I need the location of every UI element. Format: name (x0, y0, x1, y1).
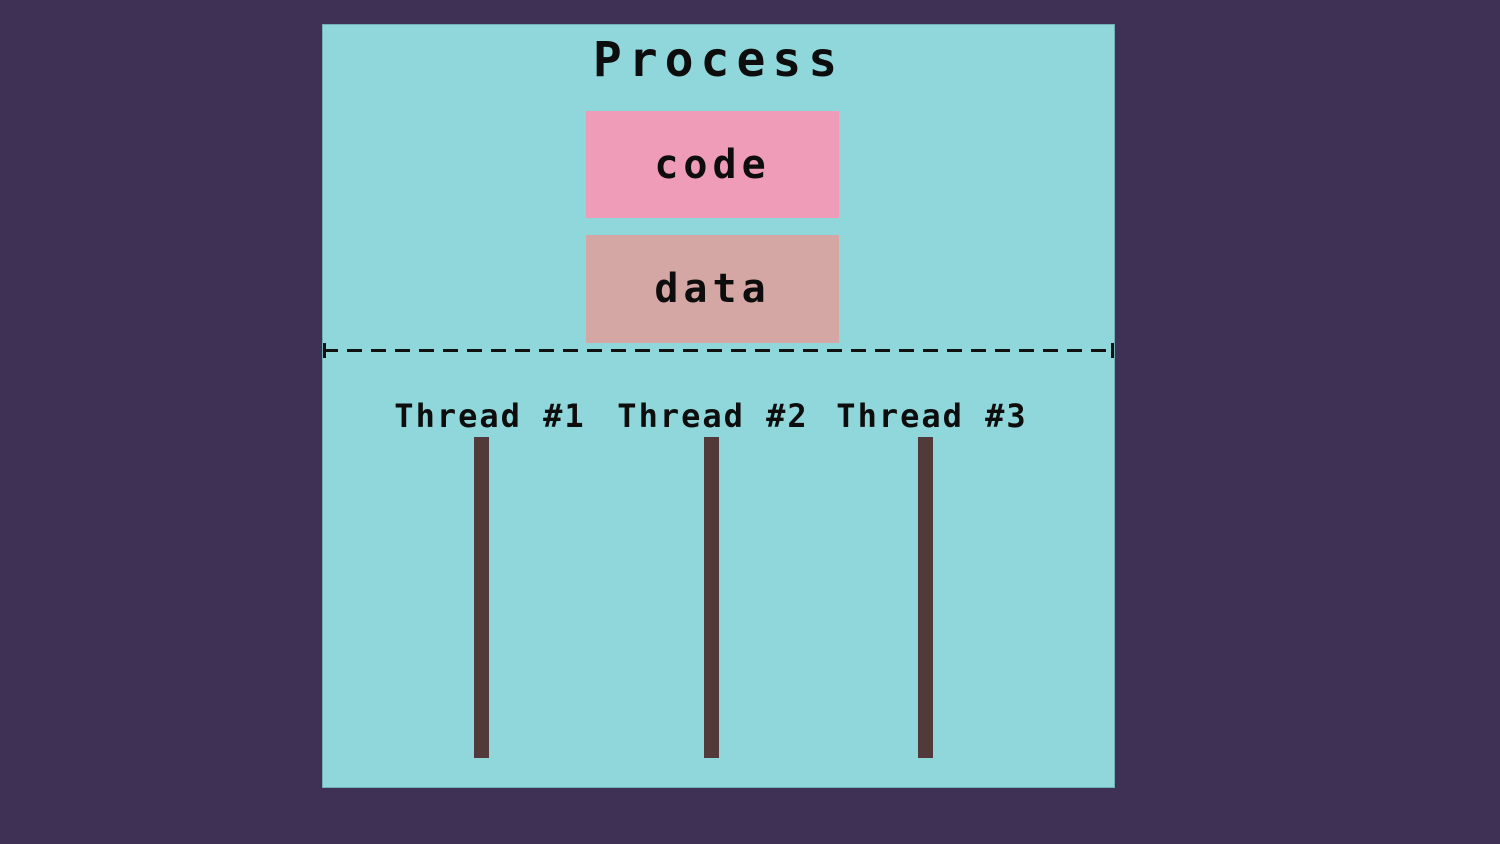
thread-2-line (704, 437, 719, 758)
process-box: Process code data Thread #1 Thread #2 Th… (322, 24, 1115, 788)
thread-3-line (918, 437, 933, 758)
thread-2-label: Thread #2 (617, 397, 809, 435)
divider-left-tick (323, 343, 326, 358)
data-section-label: data (654, 266, 771, 312)
thread-3-label: Thread #3 (836, 397, 1028, 435)
process-title: Process (592, 32, 845, 88)
thread-1-label: Thread #1 (394, 397, 586, 435)
thread-1-line (474, 437, 489, 758)
data-section: data (586, 235, 839, 343)
process-thread-divider-dashed-line (323, 343, 1114, 358)
divider-right-tick (1111, 343, 1114, 358)
code-section-label: code (654, 141, 771, 188)
code-section: code (586, 111, 839, 218)
